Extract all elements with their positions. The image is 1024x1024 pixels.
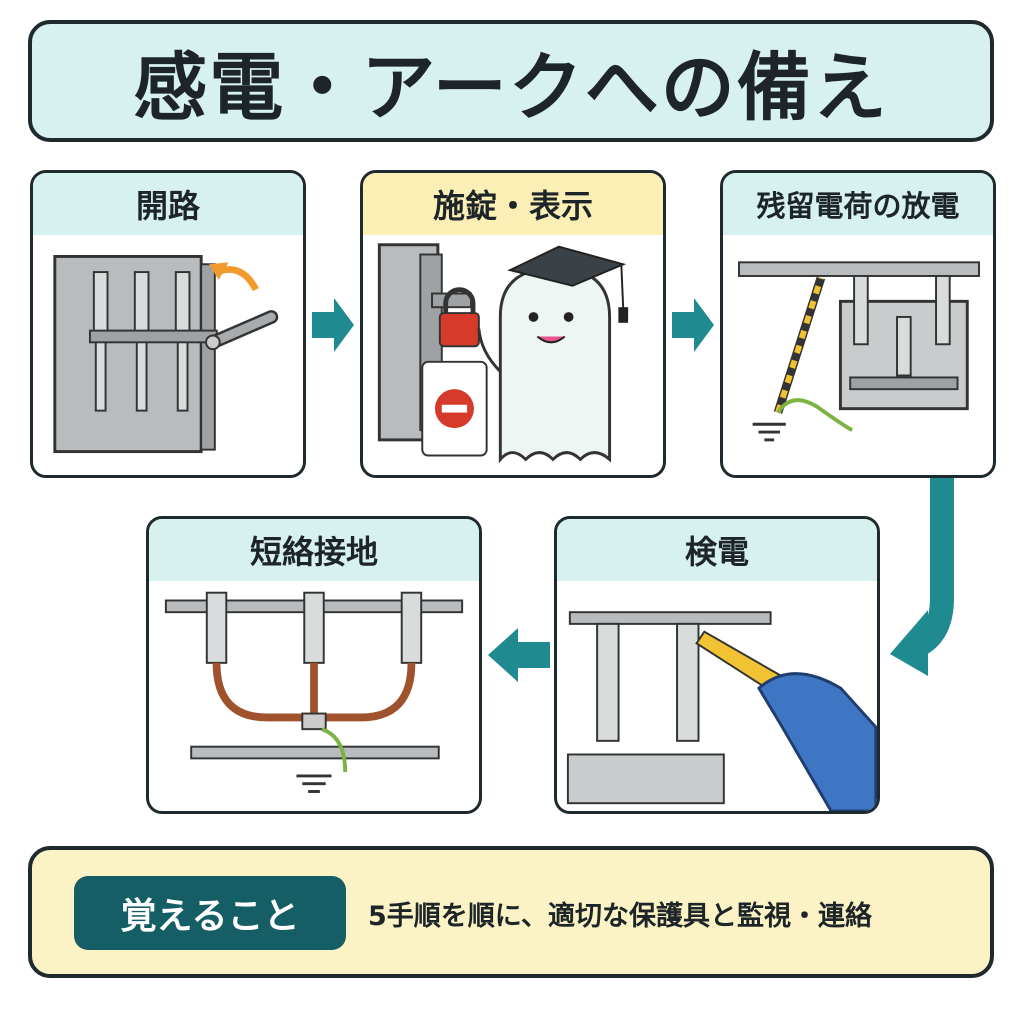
- step-card-voltage-test: 検電: [554, 516, 880, 814]
- step-header: 短絡接地: [149, 519, 479, 581]
- step-header: 開路: [33, 173, 303, 235]
- flow-arrow-right-2: [672, 298, 714, 352]
- step-card-lock-tag: 施錠・表示: [360, 170, 666, 478]
- flow-arrow-down-curve: [890, 478, 954, 676]
- illustration-disconnect-switch: [33, 235, 303, 475]
- illustration-short-circuit-ground: [149, 581, 479, 811]
- title-banner: 感電・アークへの備え: [28, 20, 994, 142]
- step-label-lock-tag: 施錠・表示: [432, 187, 593, 225]
- step-header: 残留電荷の放電: [723, 173, 993, 235]
- summary-box: 覚えること 5手順を順に、適切な保護具と監視・連絡: [28, 846, 994, 978]
- summary-badge-label: 覚えること: [120, 896, 300, 937]
- step-label-short-ground: 短絡接地: [249, 533, 378, 571]
- step-header: 検電: [557, 519, 877, 581]
- step-card-short-ground: 短絡接地: [146, 516, 482, 814]
- step-label-open-circuit: 開路: [135, 187, 200, 225]
- step-label-residual-discharge: 残留電荷の放電: [756, 189, 960, 223]
- illustration-voltage-tester: [557, 581, 877, 811]
- flow-arrow-left: [488, 628, 550, 682]
- step-card-open-circuit: 開路: [30, 170, 306, 478]
- illustration-lockout-ghost: [363, 235, 663, 475]
- step-header: 施錠・表示: [363, 173, 663, 235]
- illustration-discharge-rod: [723, 235, 993, 475]
- page-title: 感電・アークへの備え: [133, 44, 889, 131]
- step-label-voltage-test: 検電: [684, 533, 749, 571]
- flow-arrow-right-1: [312, 298, 354, 352]
- summary-badge: 覚えること: [74, 876, 346, 950]
- summary-message: 5手順を順に、適切な保護具と監視・連絡: [368, 900, 872, 932]
- step-card-residual-discharge: 残留電荷の放電: [720, 170, 996, 478]
